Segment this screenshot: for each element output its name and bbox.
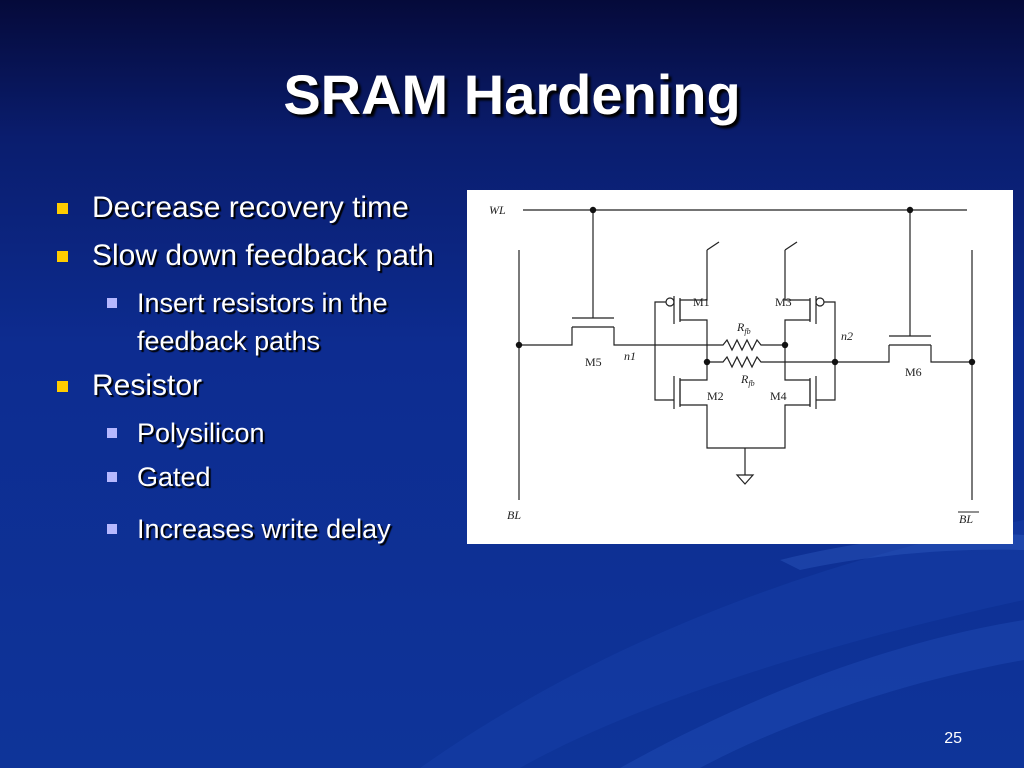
m5-label: M5 (585, 355, 602, 369)
m3-label: M3 (775, 295, 792, 309)
rfb-top-label: Rfb (736, 320, 751, 336)
wl-label: WL (489, 203, 506, 217)
bullet-list: Decrease recovery time Slow down feedbac… (55, 188, 455, 554)
bullet-insert-resistors: Insert resistors in the feedback paths (105, 284, 455, 360)
m2-label: M2 (707, 389, 724, 403)
slide-title: SRAM Hardening (283, 63, 741, 126)
rfb-bottom-label: Rfb (740, 372, 755, 388)
sram-cell-diagram: WL BL BL n1 n2 Rfb Rfb M1 M2 M3 M4 M5 M6 (467, 190, 1013, 544)
n2-label: n2 (841, 329, 853, 343)
page-number: 25 (944, 730, 962, 747)
blbar-label: BL (959, 512, 973, 526)
bullet-decrease-recovery: Decrease recovery time (55, 188, 455, 228)
bl-label: BL (507, 508, 521, 522)
bullet-polysilicon: Polysilicon (105, 414, 455, 452)
m4-label: M4 (770, 389, 787, 403)
bullet-gated: Gated (105, 458, 455, 496)
n1-label: n1 (624, 349, 636, 363)
bullet-write-delay: Increases write delay (105, 510, 455, 548)
circuit-schematic: WL BL BL n1 n2 Rfb Rfb M1 M2 M3 M4 M5 M6 (489, 203, 979, 526)
m6-label: M6 (905, 365, 922, 379)
bullet-resistor: Resistor (55, 366, 455, 406)
bullet-slow-feedback: Slow down feedback path (55, 236, 455, 276)
m1-label: M1 (693, 295, 710, 309)
